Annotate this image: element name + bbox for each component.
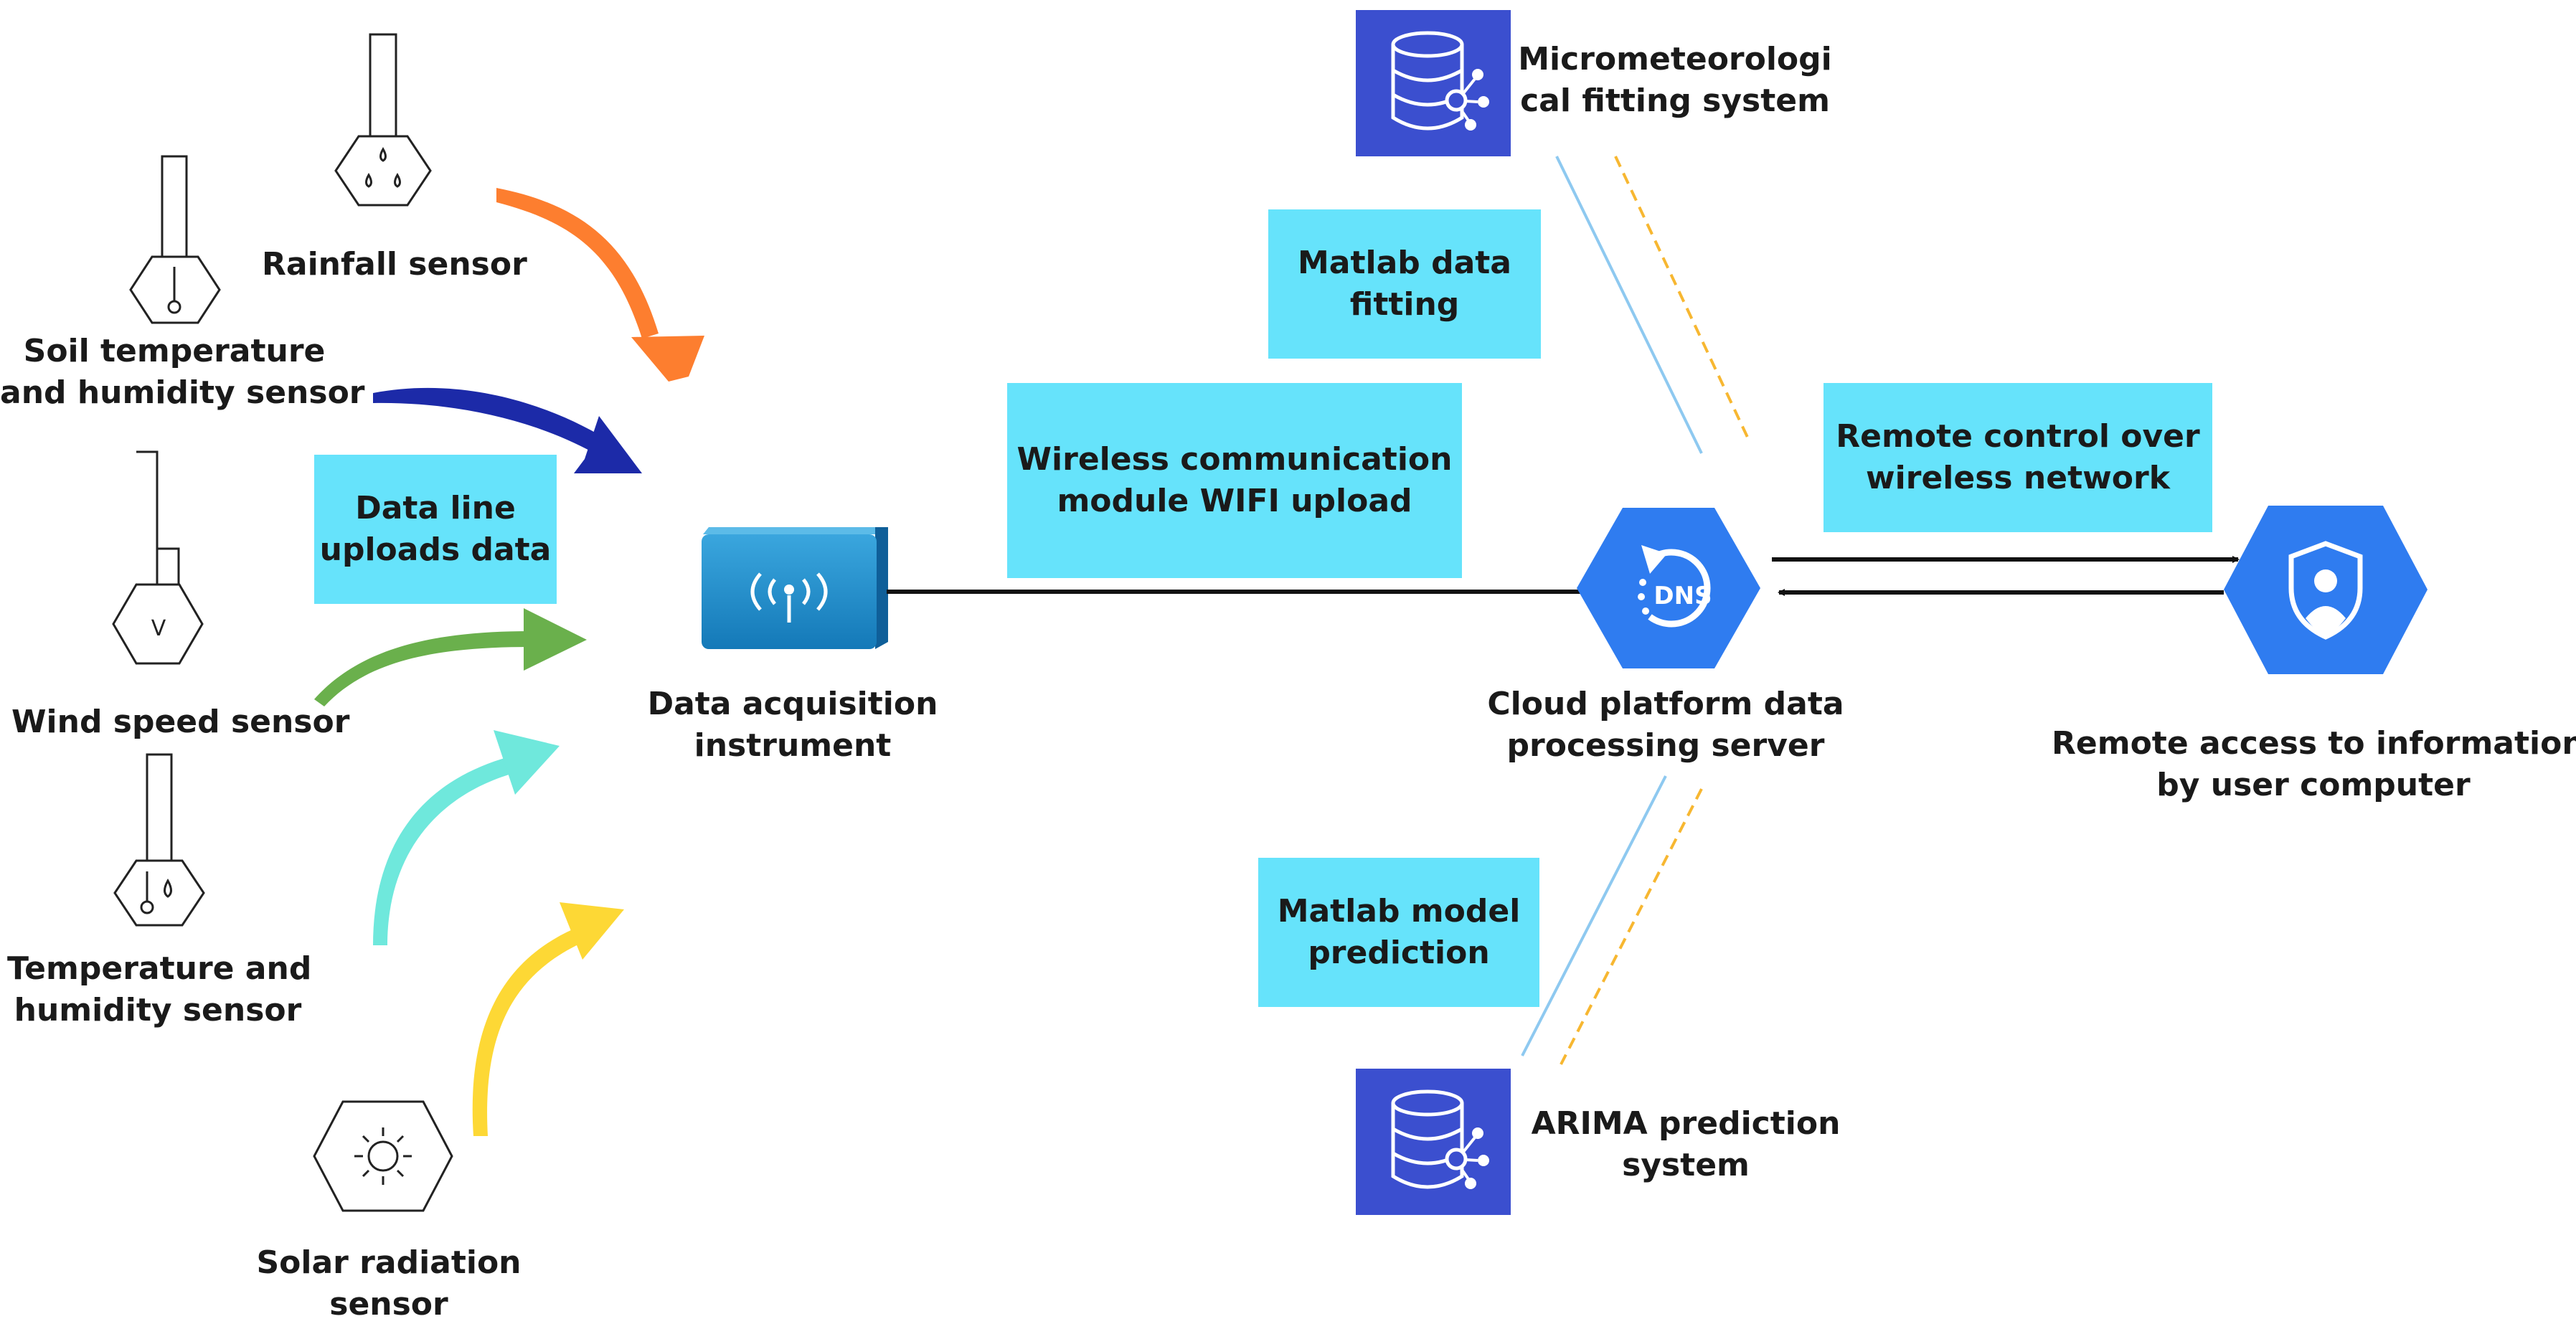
remote-control-box: Remote control over wireless network: [1824, 383, 2212, 532]
database-icon-micrometeorological: [1356, 10, 1511, 156]
user-shield-icon: [2224, 506, 2428, 674]
curved-arrow-wind: [314, 608, 587, 706]
wind-sensor-label: Wind speed sensor: [11, 704, 350, 740]
connector-micro-to-cloud-blue: [1555, 156, 1703, 454]
wireless-module-box: Wireless communication module WIFI uploa…: [1007, 383, 1462, 578]
connector-cloud-to-arima-orange: [1560, 788, 1703, 1065]
curved-arrow-soil: [373, 387, 642, 473]
wind-sensor-icon-letter: V: [151, 616, 166, 641]
matlab-prediction-box: Matlab model prediction: [1258, 858, 1539, 1007]
soil-sensor-icon: [129, 155, 221, 324]
curved-arrow-temperature: [373, 730, 560, 945]
wind-sensor-icon: [112, 450, 204, 665]
temperature-humidity-sensor-label: Temperature and humidity sensor: [7, 950, 312, 1028]
temperature-humidity-sensor-icon: [113, 753, 205, 927]
acquisition-label: Data acquisition instrument: [647, 686, 938, 764]
data-line-box: Data line uploads data: [314, 455, 557, 604]
rainfall-sensor-icon: [334, 33, 432, 207]
remote-access-label: Remote access to information by user com…: [2052, 725, 2576, 803]
rainfall-sensor-label: Rainfall sensor: [262, 246, 527, 283]
dns-icon-text: DNS: [1653, 582, 1712, 610]
solar-sensor-label: Solar radiation sensor: [256, 1244, 522, 1323]
cloud-server-icon: [1577, 508, 1760, 668]
solar-sensor-icon: [313, 1100, 453, 1212]
connector-cloud-to-arima-blue: [1521, 775, 1667, 1056]
matlab-fitting-box: Matlab data fitting: [1268, 209, 1541, 359]
curved-arrow-solar: [472, 902, 624, 1136]
arima-label: ARIMA prediction system: [1531, 1105, 1841, 1183]
connector-micro-to-cloud-orange: [1614, 156, 1752, 444]
data-acquisition-icon: [702, 527, 888, 649]
curved-arrow-rainfall: [496, 188, 704, 382]
cloud-server-label: Cloud platform data processing server: [1487, 686, 1844, 764]
soil-sensor-label: Soil temperature and humidity sensor: [0, 333, 365, 411]
micrometeorological-label: Micrometeorologi cal fitting system: [1518, 41, 1832, 119]
database-icon-arima: [1356, 1069, 1511, 1215]
